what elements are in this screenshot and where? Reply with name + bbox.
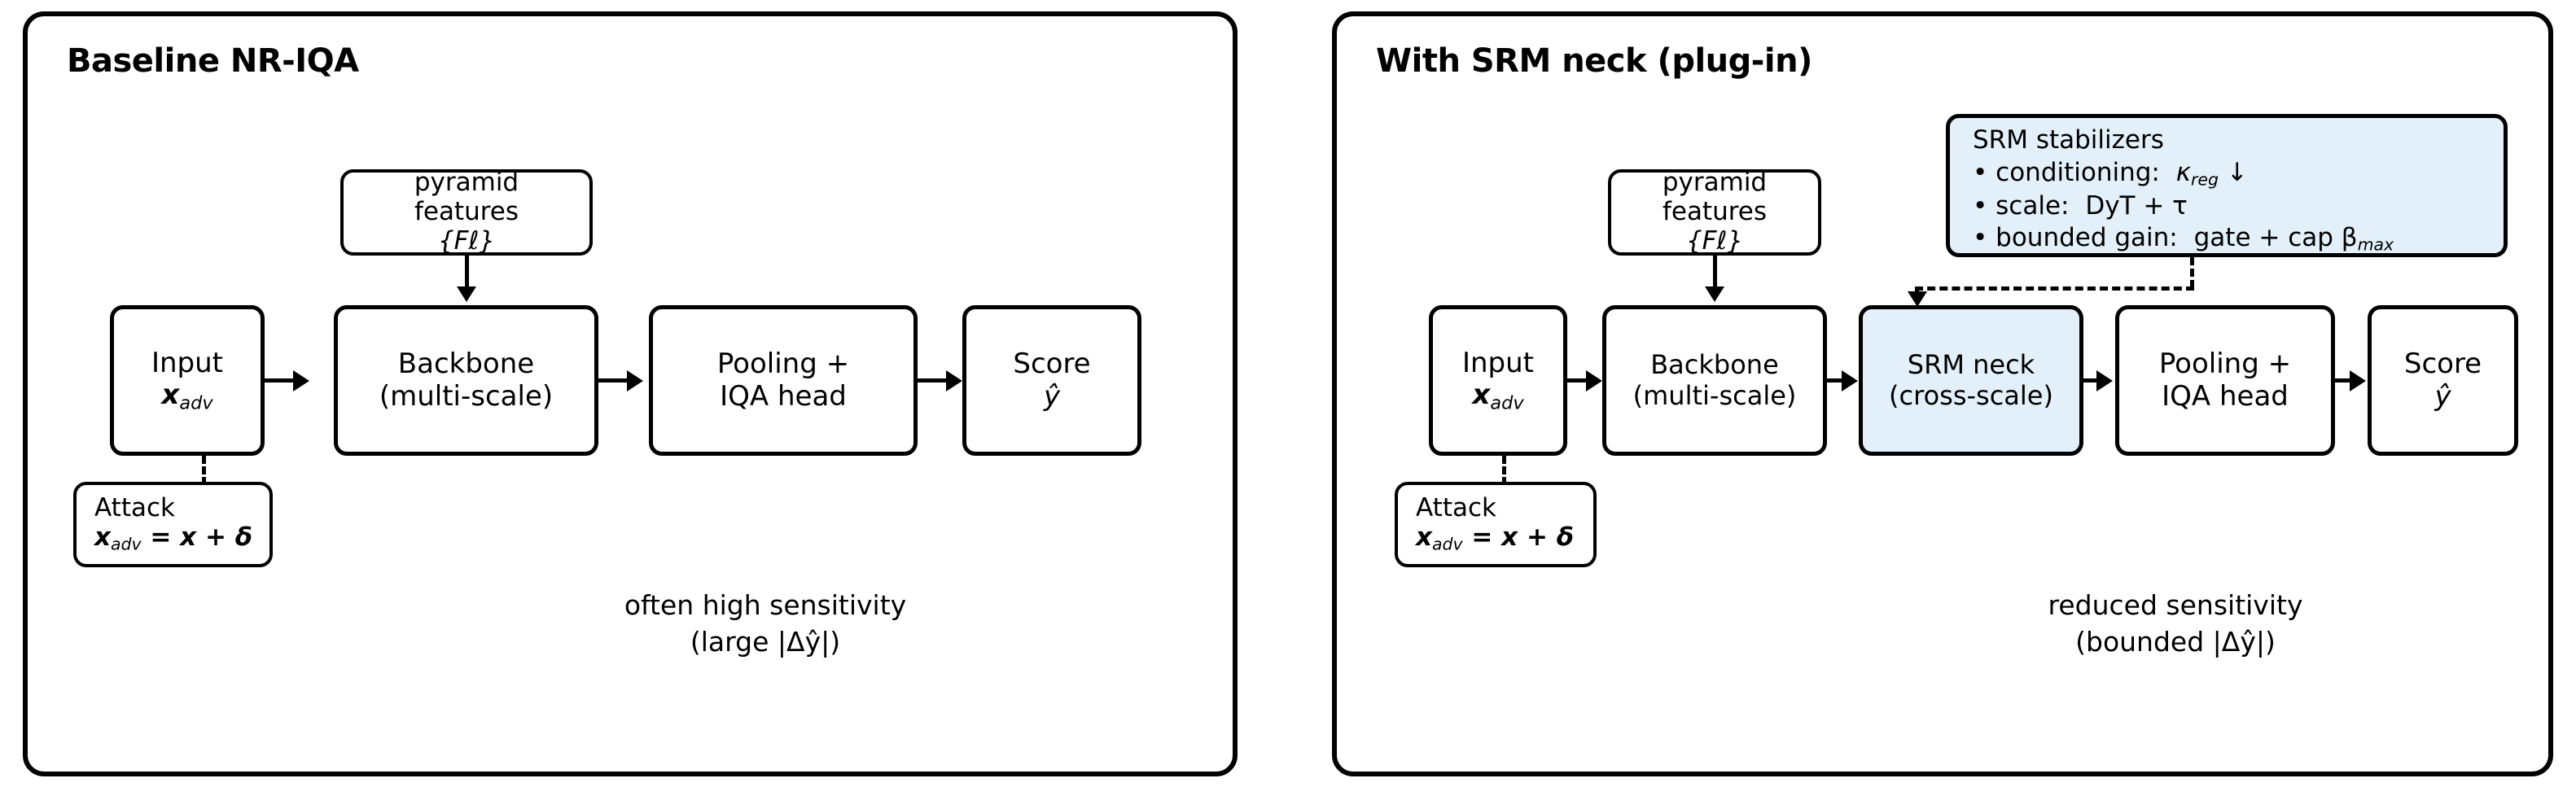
connector-pyramid-backbone-line-srm (1713, 256, 1717, 293)
connector-input-backbone-line-srm (1567, 378, 1592, 383)
caption-srm-line1: reduced sensitivity (2048, 589, 2303, 621)
node-attack-baseline: Attack xadv = x + δ (73, 482, 273, 567)
pyramid-line2: features (1662, 197, 1768, 227)
stabilizer-suffix-down-arrow-icon: ↓ (2218, 157, 2248, 187)
node-pyramid-features-baseline: pyramid features {Fℓ} (340, 168, 593, 256)
connector-pooling-score-arrow (946, 370, 962, 391)
node-score-baseline: Score ŷ (962, 305, 1141, 456)
connector-pyramid-backbone-arrow-srm (1705, 286, 1724, 302)
panel-title-srm: With SRM neck (plug-in) (1376, 42, 1812, 80)
pyramid-line1: pyramid (414, 168, 519, 198)
stabilizer-label-conditioning: conditioning: (1996, 157, 2160, 187)
pyramid-line1: pyramid (1662, 168, 1768, 198)
score-line1: Score (2403, 348, 2482, 381)
callout-srm-stabilizers: SRM stabilizers • conditioning: κreg ↓ •… (1946, 114, 2508, 257)
attack-line2: xadv = x + δ (94, 522, 253, 554)
pyramid-line3: {Fℓ} (1685, 225, 1744, 256)
connector-input-backbone-line (265, 378, 299, 383)
stabilizer-symbol-dyt: DyT + τ (2085, 190, 2188, 221)
connector-pooling-score-line-srm (2335, 378, 2356, 383)
stabilizer-item-scale: • scale: DyT + τ (1973, 190, 2504, 223)
node-score-srm: Score ŷ (2368, 305, 2518, 456)
node-backbone-baseline: Backbone (multi-scale) (334, 305, 598, 456)
node-pyramid-features-srm: pyramid features {Fℓ} (1608, 168, 1821, 256)
stabilizer-label-scale: scale: (1996, 190, 2070, 221)
connector-pyramid-backbone-line (465, 256, 469, 293)
feedback-dashed-vertical-right (2190, 257, 2194, 288)
attack-line1: Attack (1416, 493, 1496, 523)
backbone-line2: (multi-scale) (1632, 379, 1797, 411)
input-line1: Input (151, 346, 224, 379)
connector-input-attack-dashed-srm (1502, 456, 1506, 485)
connector-backbone-pooling-line (598, 378, 633, 383)
connector-backbone-srmneck-arrow (1842, 370, 1858, 391)
stabilizer-item-bounded-gain: • bounded gain: gate + cap βmax (1973, 222, 2504, 256)
bullet-glyph-icon: • (1973, 157, 1988, 187)
caption-srm: reduced sensitivity (bounded |Δŷ|) (2048, 588, 2303, 660)
srmneck-line1: SRM neck (1907, 349, 2035, 381)
input-line1: Input (1461, 346, 1535, 379)
stabilizer-symbol-beta: gate + cap β (2193, 223, 2358, 253)
backbone-line1: Backbone (1650, 349, 1779, 381)
connector-srmneck-pooling-arrow (2096, 370, 2113, 391)
pooling-line1: Pooling + (716, 348, 850, 381)
stabilizers-heading: SRM stabilizers (1973, 125, 2164, 155)
score-line1: Score (1013, 348, 1091, 381)
pooling-line2: IQA head (720, 379, 847, 413)
score-line2: ŷ (1043, 379, 1061, 413)
input-line2: xadv (161, 378, 213, 414)
connector-pooling-score-arrow-srm (2350, 370, 2366, 391)
input-line2: xadv (1472, 378, 1524, 414)
node-pooling-srm: Pooling + IQA head (2115, 305, 2335, 456)
connector-pyramid-backbone-arrow (457, 286, 476, 302)
node-input-baseline: Input xadv (110, 305, 265, 456)
pyramid-line3: {Fℓ} (437, 225, 496, 256)
connector-backbone-pooling-arrow (627, 370, 643, 391)
caption-baseline-line1: often high sensitivity (624, 589, 907, 621)
caption-baseline: often high sensitivity (large |Δŷ|) (624, 588, 906, 660)
stabilizer-symbol-kappa: κ (2175, 157, 2192, 187)
stabilizer-item-conditioning: • conditioning: κreg ↓ (1973, 157, 2504, 190)
stabilizer-symbol-kappa-sub: reg (2191, 169, 2219, 190)
pooling-line2: IQA head (2162, 379, 2289, 413)
feedback-dashed-arrow (1908, 291, 1927, 307)
pyramid-line2: features (414, 197, 519, 227)
backbone-line1: Backbone (397, 348, 535, 381)
node-attack-srm: Attack xadv = x + δ (1395, 482, 1597, 567)
stabilizer-symbol-beta-sub: max (2357, 234, 2394, 255)
panel-title-baseline: Baseline NR-IQA (67, 42, 359, 80)
node-backbone-srm: Backbone (multi-scale) (1602, 305, 1827, 456)
score-line2: ŷ (2434, 379, 2451, 413)
connector-input-backbone-arrow-srm (1586, 370, 1602, 391)
stabilizer-label-bounded-gain: bounded gain: (1996, 223, 2178, 253)
attack-line2: xadv = x + δ (1416, 522, 1575, 554)
connector-srmneck-pooling-line (2083, 378, 2103, 383)
connector-backbone-srmneck-line (1827, 378, 1848, 383)
bullet-glyph-icon: • (1973, 190, 1988, 221)
connector-input-attack-dashed (202, 456, 206, 485)
feedback-dashed-horizontal (1915, 286, 2194, 291)
caption-baseline-line2: (large |Δŷ|) (690, 625, 841, 658)
node-pooling-baseline: Pooling + IQA head (649, 305, 918, 456)
backbone-line2: (multi-scale) (379, 379, 554, 413)
caption-srm-line2: (bounded |Δŷ|) (2075, 625, 2276, 658)
attack-line1: Attack (94, 493, 175, 523)
node-input-srm: Input xadv (1429, 305, 1567, 456)
pooling-line1: Pooling + (2158, 348, 2292, 381)
node-srm-neck: SRM neck (cross-scale) (1859, 305, 2083, 456)
connector-pooling-score-line (918, 378, 952, 383)
connector-input-backbone-arrow (293, 370, 309, 391)
bullet-glyph-icon: • (1973, 223, 1988, 253)
srmneck-line2: (cross-scale) (1889, 379, 2053, 411)
